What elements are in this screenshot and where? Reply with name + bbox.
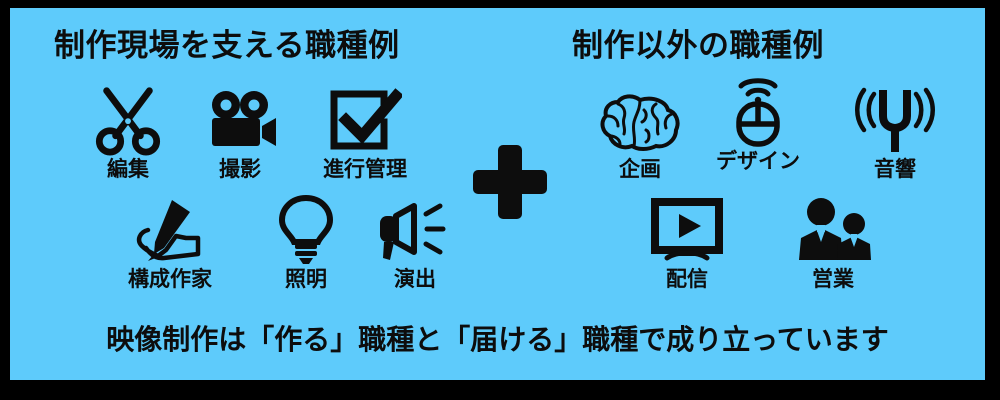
item-directing[interactable]: 演出 bbox=[355, 200, 475, 290]
item-scriptwriter[interactable]: 構成作家 bbox=[110, 200, 230, 290]
light-bulb-icon bbox=[246, 194, 366, 266]
plus-icon bbox=[473, 145, 547, 219]
item-editing[interactable]: 編集 bbox=[68, 87, 188, 181]
item-label: 照明 bbox=[285, 267, 327, 291]
item-label: 配信 bbox=[666, 267, 708, 291]
megaphone-icon bbox=[355, 200, 475, 266]
item-streaming[interactable]: 配信 bbox=[627, 198, 747, 291]
right-group-title: 制作以外の職種例 bbox=[572, 28, 824, 64]
item-filming[interactable]: 撮影 bbox=[180, 90, 300, 180]
monitor-play-icon bbox=[627, 198, 747, 266]
item-label: 演出 bbox=[394, 267, 436, 291]
item-label: 編集 bbox=[107, 157, 149, 181]
item-label: 進行管理 bbox=[323, 157, 407, 181]
item-label: 構成作家 bbox=[128, 267, 212, 291]
item-label: 企画 bbox=[619, 157, 661, 181]
item-lighting[interactable]: 照明 bbox=[246, 194, 366, 291]
left-group-title: 制作現場を支える職種例 bbox=[54, 28, 400, 64]
item-sound[interactable]: 音響 bbox=[835, 87, 955, 181]
item-design[interactable]: デザイン bbox=[698, 78, 818, 173]
scissors-icon bbox=[68, 87, 188, 156]
item-sales[interactable]: 営業 bbox=[773, 198, 893, 291]
item-label: デザイン bbox=[716, 149, 800, 173]
item-label: 撮影 bbox=[219, 157, 261, 181]
movie-camera-icon bbox=[180, 90, 300, 156]
tuning-fork-icon bbox=[835, 87, 955, 156]
footer-caption: 映像制作は「作る」職種と「届ける」職種で成り立っています bbox=[106, 323, 889, 356]
checkbox-check-icon bbox=[305, 88, 425, 156]
plus-vertical-bar bbox=[498, 145, 522, 219]
item-label: 営業 bbox=[812, 267, 854, 291]
item-planning[interactable]: 企画 bbox=[580, 90, 700, 180]
two-business-people-icon bbox=[773, 198, 893, 266]
brain-icon bbox=[580, 90, 700, 156]
wireless-mouse-icon bbox=[698, 78, 818, 148]
content-panel: 制作現場を支える職種例 編集 bbox=[10, 8, 985, 380]
item-progress-management[interactable]: 進行管理 bbox=[305, 88, 425, 181]
hand-writing-pen-icon bbox=[110, 200, 230, 266]
item-label: 音響 bbox=[874, 157, 916, 181]
